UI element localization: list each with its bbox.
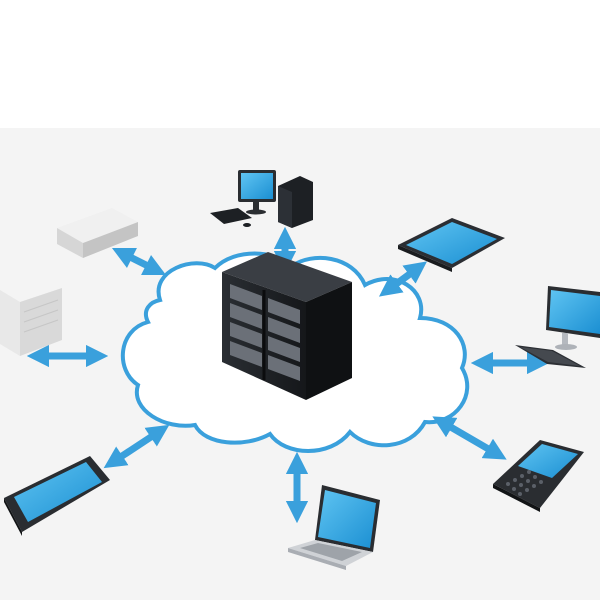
arrow-blackberry <box>432 416 507 460</box>
tablet-icon <box>398 218 505 272</box>
blackberry-phone-icon <box>493 440 584 512</box>
connection-arrows <box>26 226 550 524</box>
monitor-keyboard-icon <box>515 286 600 368</box>
nas-storage-icon <box>0 278 62 356</box>
smartphone-icon <box>4 456 110 536</box>
server-rack-icon <box>222 252 352 400</box>
arrow-appliance <box>111 247 167 276</box>
laptop-icon <box>288 485 380 570</box>
network-appliance-icon <box>57 208 138 258</box>
arrow-smartphone <box>103 424 170 469</box>
arrow-tablet <box>378 261 428 297</box>
desktop-pc-icon <box>210 170 313 228</box>
